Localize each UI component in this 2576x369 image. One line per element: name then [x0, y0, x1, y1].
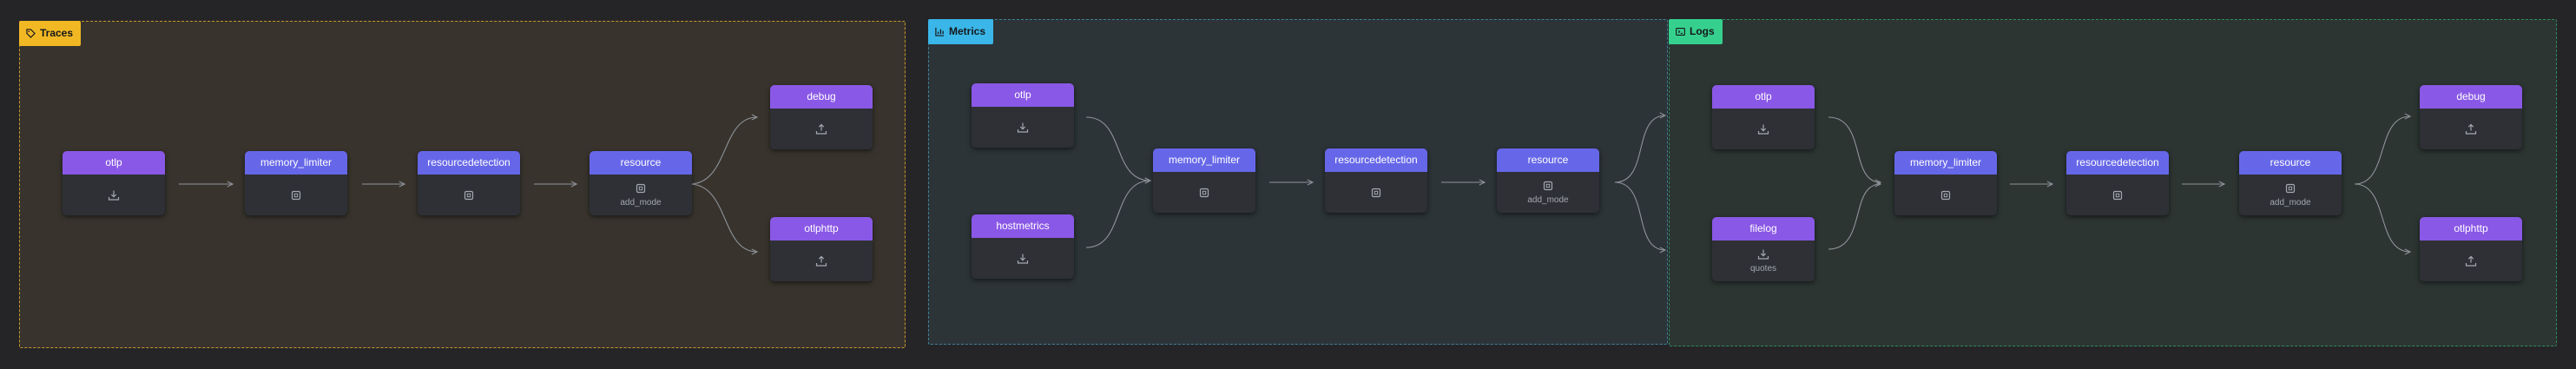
edge-traces-resource-debug — [688, 117, 757, 185]
metrics-receiver-otlp[interactable]: otlp — [972, 83, 1074, 148]
cpu-icon — [2285, 183, 2296, 194]
logs-pipeline-tag: Logs — [1669, 19, 1723, 44]
node-title: resource — [590, 151, 692, 175]
logs-pipeline-label: Logs — [1690, 25, 1715, 37]
bar-chart-icon — [935, 27, 945, 36]
edge-logs-resource-otlphttp — [2354, 183, 2410, 252]
edge-logs-filelog-memory-limiter — [1828, 184, 1881, 250]
cpu-icon — [1543, 181, 1553, 191]
edge-metrics-otlp-memory-limiter — [1085, 116, 1150, 181]
node-title: resourcedetection — [1325, 148, 1427, 172]
tag-icon — [26, 29, 36, 38]
node-detail: add_mode — [620, 198, 662, 208]
traces-pipeline-label: Traces — [40, 27, 74, 39]
node-title: otlp — [1712, 85, 1815, 109]
logs-exporter-otlphttp[interactable]: otlphttp — [2420, 217, 2522, 281]
traces-exporter-otlphttp[interactable]: otlphttp — [770, 217, 873, 281]
logs-receiver-filelog[interactable]: filelog quotes — [1712, 217, 1815, 281]
node-detail: add_mode — [1527, 195, 1569, 205]
node-title: debug — [2420, 85, 2522, 109]
cpu-icon — [1940, 190, 1951, 200]
cpu-icon — [636, 183, 646, 194]
receiver-icon — [1757, 124, 1769, 135]
node-title: resourcedetection — [418, 151, 520, 175]
edge-metrics-resource-logs-filelog — [1614, 181, 1665, 250]
node-title: memory_limiter — [245, 151, 347, 175]
node-detail: add_mode — [2270, 198, 2311, 208]
traces-exporter-debug[interactable]: debug — [770, 85, 873, 149]
traces-processor-memory-limiter[interactable]: memory_limiter — [245, 151, 347, 215]
edge-traces-resource-otlphttp — [688, 183, 757, 252]
exporter-icon — [2465, 123, 2477, 135]
node-detail: quotes — [1749, 264, 1777, 273]
edge-logs-otlp-memory-limiter — [1828, 116, 1881, 182]
receiver-icon — [1757, 249, 1769, 260]
code-icon — [1676, 28, 1685, 36]
cpu-icon — [291, 190, 301, 200]
node-title: memory_limiter — [1153, 148, 1255, 172]
node-title: debug — [770, 85, 873, 109]
edge-metrics-resource-logs-otlp — [1614, 115, 1665, 183]
traces-pipeline-tag: Traces — [19, 21, 82, 46]
logs-processor-memory-limiter[interactable]: memory_limiter — [1894, 151, 1997, 215]
logs-processor-resource[interactable]: resource add_mode — [2239, 151, 2342, 215]
node-title: otlp — [972, 83, 1074, 107]
node-title: otlphttp — [2420, 217, 2522, 241]
cpu-icon — [1199, 188, 1209, 197]
logs-exporter-debug[interactable]: debug — [2420, 85, 2522, 149]
exporter-icon — [815, 255, 827, 267]
receiver-icon — [1017, 122, 1029, 133]
receiver-icon — [108, 190, 120, 201]
traces-processor-resource[interactable]: resource add_mode — [590, 151, 692, 215]
node-title: filelog — [1712, 217, 1815, 241]
metrics-processor-resource[interactable]: resource add_mode — [1497, 148, 1599, 213]
node-title: resource — [2239, 151, 2342, 175]
exporter-icon — [2465, 255, 2477, 267]
node-title: memory_limiter — [1894, 151, 1997, 175]
logs-processor-resourcedetection[interactable]: resourcedetection — [2066, 151, 2169, 215]
cpu-icon — [464, 190, 474, 200]
traces-receiver-otlp[interactable]: otlp — [63, 151, 165, 215]
edge-metrics-hostmetrics-memory-limiter — [1085, 181, 1150, 248]
metrics-processor-resourcedetection[interactable]: resourcedetection — [1325, 148, 1427, 213]
metrics-receiver-hostmetrics[interactable]: hostmetrics — [972, 214, 1074, 279]
node-title: otlp — [63, 151, 165, 175]
metrics-pipeline-tag: Metrics — [928, 19, 994, 44]
receiver-icon — [1017, 254, 1029, 264]
node-title: otlphttp — [770, 217, 873, 241]
cpu-icon — [2112, 190, 2123, 200]
cpu-icon — [1371, 188, 1381, 197]
node-title: hostmetrics — [972, 214, 1074, 238]
metrics-processor-memory-limiter[interactable]: memory_limiter — [1153, 148, 1255, 213]
node-title: resource — [1497, 148, 1599, 172]
traces-processor-resourcedetection[interactable]: resourcedetection — [418, 151, 520, 215]
logs-receiver-otlp[interactable]: otlp — [1712, 85, 1815, 149]
node-title: resourcedetection — [2066, 151, 2169, 175]
metrics-pipeline-label: Metrics — [949, 25, 986, 37]
exporter-icon — [815, 123, 827, 135]
edge-logs-resource-debug — [2354, 116, 2410, 185]
